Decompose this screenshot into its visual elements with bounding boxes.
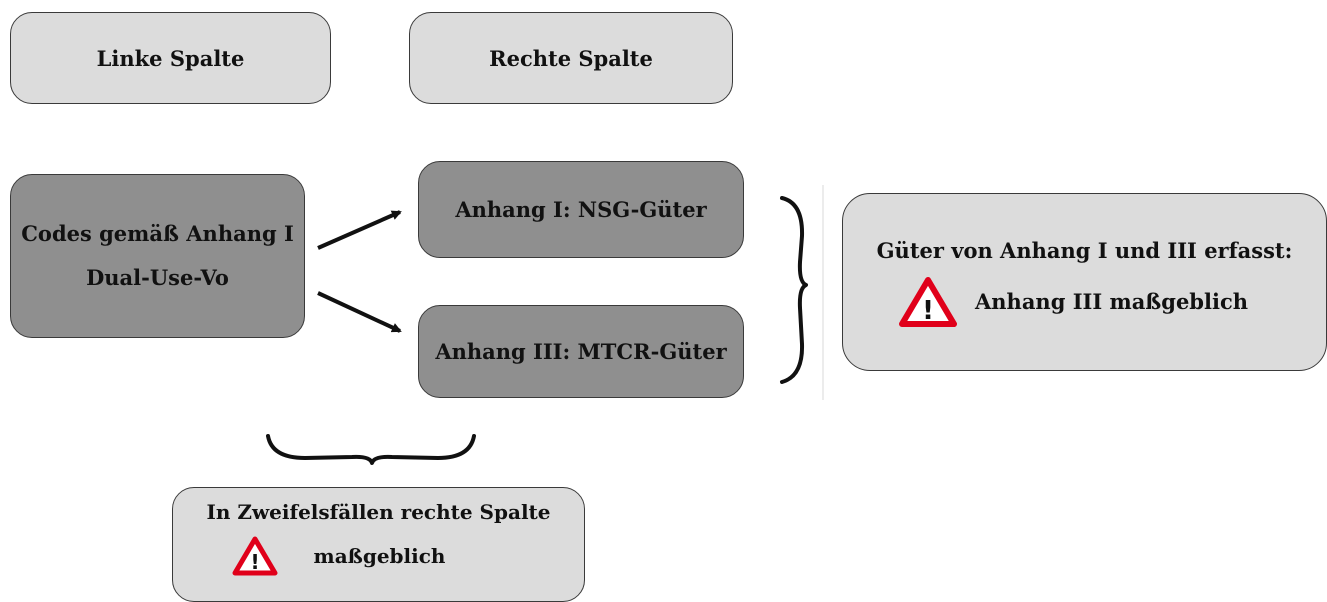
doubt-warning-line: ! maßgeblich [232,536,446,576]
vertical-curly-brace-icon [780,196,808,384]
annex3-label: Anhang III: MTCR-Güter [435,339,727,364]
right-column-box: Rechte Spalte [409,12,733,104]
doubt-label-line2: maßgeblich [313,544,446,568]
left-column-box: Linke Spalte [10,12,331,104]
warning-triangle-icon: ! [232,536,278,576]
annex1-label: Anhang I: NSG-Güter [455,197,707,222]
codes-label-line2: Dual-Use-Vo [86,265,229,290]
both-annexes-box: Güter von Anhang I und III erfasst: ! An… [842,193,1327,371]
left-column-label: Linke Spalte [96,45,245,71]
doubt-label-line1: In Zweifelsfällen rechte Spalte [206,500,551,524]
arrow-to-annex1-icon [317,210,402,250]
annex1-box: Anhang I: NSG-Güter [418,161,744,258]
svg-text:!: ! [250,550,259,574]
warning-triangle-icon: ! [899,276,957,327]
codes-box: Codes gemäß Anhang I Dual-Use-Vo [10,174,305,338]
doubt-box: In Zweifelsfällen rechte Spalte ! maßgeb… [172,487,585,602]
both-annexes-warning-line: ! Anhang III maßgeblich [899,276,1248,327]
right-column-label: Rechte Spalte [489,45,653,71]
codes-label-line1: Codes gemäß Anhang I [21,221,294,246]
both-annexes-label-line1: Güter von Anhang I und III erfasst: [876,237,1293,263]
svg-text:!: ! [922,296,934,326]
horizontal-curly-brace-icon [266,434,476,465]
both-annexes-label-line2: Anhang III maßgeblich [975,289,1248,314]
arrow-to-annex3-icon [317,291,402,333]
annex3-box: Anhang III: MTCR-Güter [418,305,744,398]
